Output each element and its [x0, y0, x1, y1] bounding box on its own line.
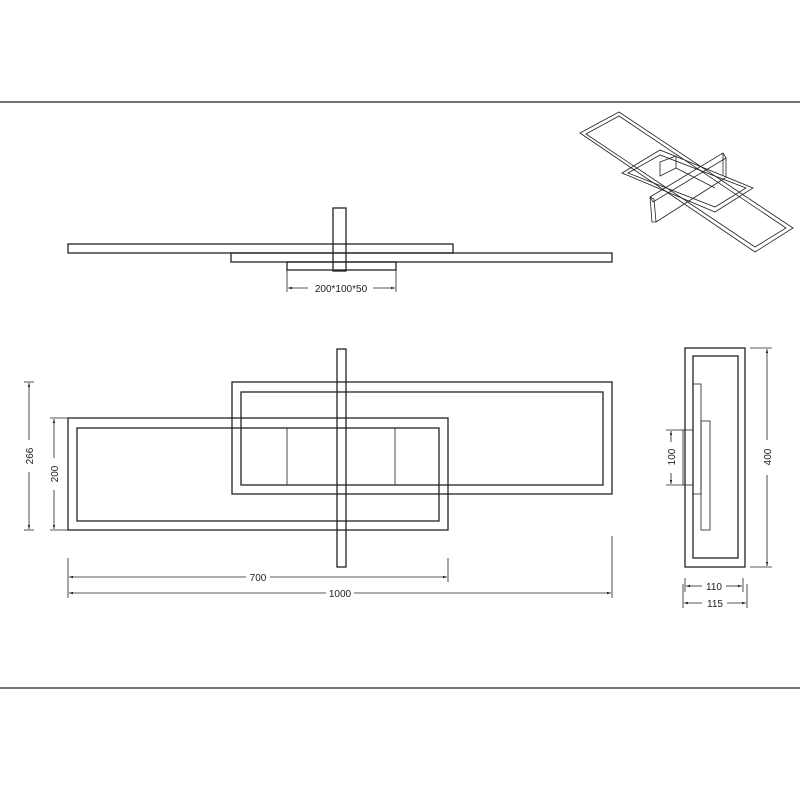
canopy-height-100-label: 100 — [667, 448, 678, 465]
height-200-label: 200 — [50, 465, 61, 482]
width-700-label: 700 — [250, 573, 267, 584]
isometric-view — [579, 111, 794, 253]
width-110-label: 110 — [706, 582, 722, 593]
height-400-label: 400 — [763, 448, 774, 465]
end-view: 400 100 110 115 — [666, 347, 774, 610]
width-115-label: 115 — [707, 599, 723, 610]
side-view: 200*100*50 — [67, 207, 613, 295]
width-1000-label: 1000 — [329, 589, 352, 600]
front-view: 266 200 700 1000 — [24, 348, 613, 600]
canopy-dimension-label: 200*100*50 — [315, 284, 368, 295]
height-266-label: 266 — [25, 447, 36, 464]
